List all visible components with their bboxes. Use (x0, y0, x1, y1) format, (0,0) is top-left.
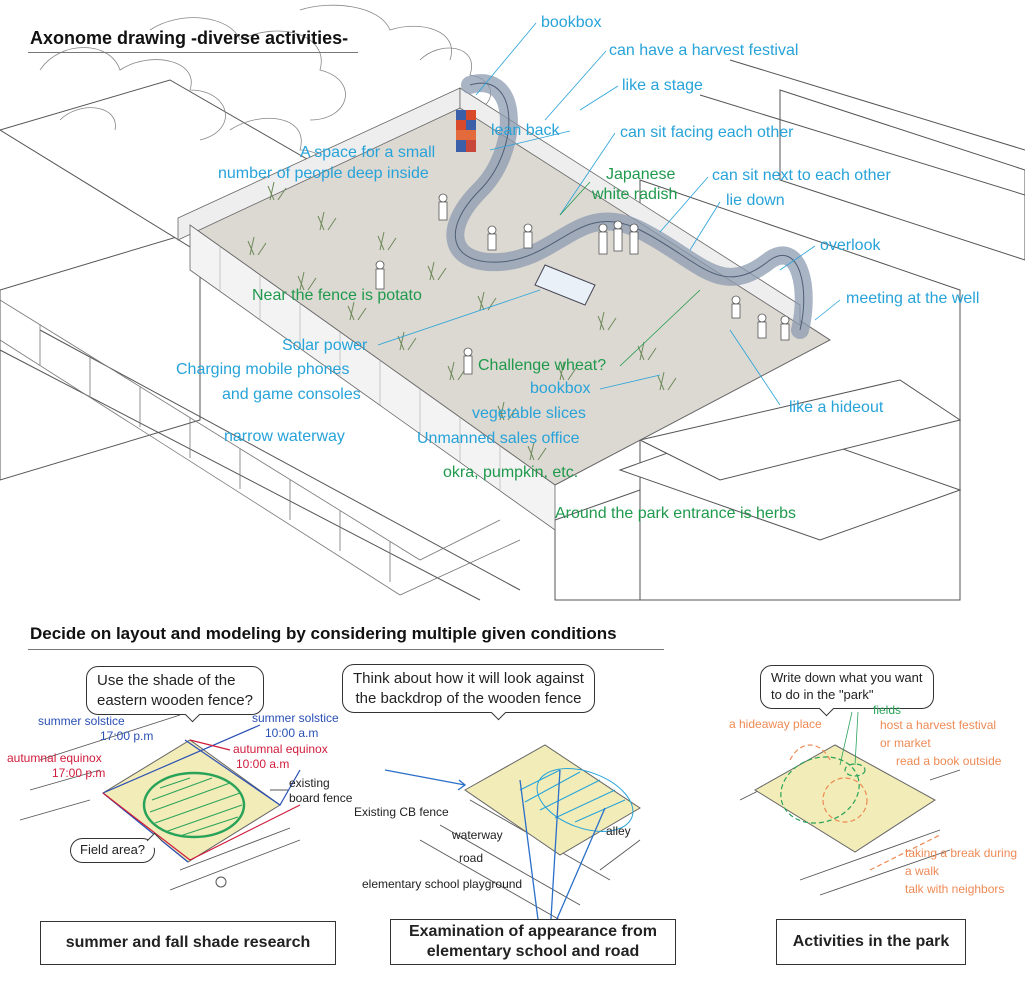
label-sit-facing: can sit facing each other (620, 124, 794, 141)
field-area-text: Field area? (80, 842, 146, 857)
appearance-bubble-line-1: Think about how it will look against (353, 670, 584, 687)
field-area-bubble: Field area? (70, 832, 163, 863)
label-hideout: like a hideout (789, 399, 884, 416)
label-bookbox-mid: bookbox (530, 380, 591, 397)
fence-label-b: board fence (289, 791, 353, 805)
harvest-label: host a harvest festival (880, 718, 997, 732)
playground-label: elementary school playground (362, 877, 523, 891)
label-small-space-1: A space for a small (300, 144, 436, 161)
label-overlook: overlook (820, 237, 881, 254)
activities-bubble: Write down what you want to do in the "p… (760, 665, 934, 717)
activities-caption-text: Activities in the park (792, 933, 950, 950)
shade-bubble-line-1: Use the shade of the (97, 672, 236, 689)
appearance-caption-line-2: elementary school and road (426, 943, 640, 960)
label-lie-down: lie down (726, 192, 785, 209)
summer-1700-label-b: 17:00 p.m (100, 729, 154, 743)
autumn-1700-label-a: autumnal equinox (7, 751, 102, 765)
market-label: or market (880, 736, 931, 750)
autumn-1000-label-b: 10:00 a.m (236, 757, 290, 771)
label-wheat: Challenge wheat? (478, 357, 607, 374)
axonome-drawing (0, 4, 1025, 601)
label-herbs: Around the park entrance is herbs (555, 505, 797, 522)
label-charging-1: Charging mobile phones (176, 361, 350, 378)
appearance-caption-line-1: Examination of appearance from (408, 923, 658, 940)
label-small-space-2: number of people deep inside (218, 165, 429, 182)
activities-bubble-line-1: Write down what you want (771, 670, 923, 685)
label-bookbox-top: bookbox (541, 14, 602, 31)
shade-bubble-line-2: eastern wooden fence? (97, 691, 253, 709)
activities-bubble-line-2: to do in the "park" (771, 686, 874, 702)
alley-label: alley (606, 824, 631, 838)
appearance-caption: Examination of appearance from elementar… (390, 919, 676, 965)
label-potato: Near the fence is potato (252, 287, 422, 304)
cb-fence-label: Existing CB fence (354, 805, 449, 819)
summer-1700-label-a: summer solstice (38, 714, 125, 728)
label-narrow-waterway: narrow waterway (224, 428, 345, 445)
axonome-title: Axonome drawing -diverse activities- (30, 28, 349, 48)
fields-label: fields (873, 703, 902, 717)
layout-title: Decide on layout and modeling by conside… (30, 624, 617, 643)
shade-caption: summer and fall shade research (40, 921, 336, 965)
label-vegetable-slices: vegetable slices (472, 405, 586, 422)
label-like-a-stage: like a stage (622, 77, 703, 94)
autumn-1000-label-a: autumnal equinox (233, 742, 328, 756)
waterway-label: waterway (452, 828, 503, 842)
label-unmanned-sales: Unmanned sales office (417, 430, 580, 447)
label-harvest-festival: can have a harvest festival (609, 42, 799, 59)
appearance-bubble: Think about how it will look against the… (342, 664, 595, 721)
label-radish-1: Japanese (606, 166, 676, 183)
autumn-1700-label-b: 17:00 p.m (52, 766, 106, 780)
shade-caption-text: summer and fall shade research (65, 934, 311, 951)
label-lean-back: lean back (491, 122, 560, 139)
label-solar-power: Solar power (282, 337, 368, 354)
summer-1000-label-b: 10:00 a.m (265, 726, 319, 740)
appearance-bubble-line-2: the backdrop of the wooden fence (355, 689, 582, 707)
fence-label-a: existing (289, 776, 330, 790)
label-radish-2: white radish (592, 186, 678, 203)
label-okra-pumpkin: okra, pumpkin, etc. (443, 464, 579, 481)
shade-question-bubble: Use the shade of the eastern wooden fenc… (86, 666, 264, 723)
break-label-1: taking a break during (905, 846, 1018, 860)
label-charging-2: and game consoles (222, 386, 361, 403)
read-book-label: read a book outside (896, 754, 1002, 768)
summer-1000-label-a: summer solstice (252, 711, 339, 725)
activities-caption: Activities in the park (776, 919, 966, 965)
hideaway-label: a hideaway place (729, 717, 822, 731)
label-sit-next-to: can sit next to each other (712, 167, 891, 184)
layout-title-rule (28, 649, 664, 650)
road-label: road (459, 851, 484, 865)
break-label-2: a walk (905, 864, 940, 878)
neighbors-label: talk with neighbors (905, 882, 1005, 896)
label-well: meeting at the well (846, 290, 980, 307)
axonome-title-rule (28, 52, 358, 53)
